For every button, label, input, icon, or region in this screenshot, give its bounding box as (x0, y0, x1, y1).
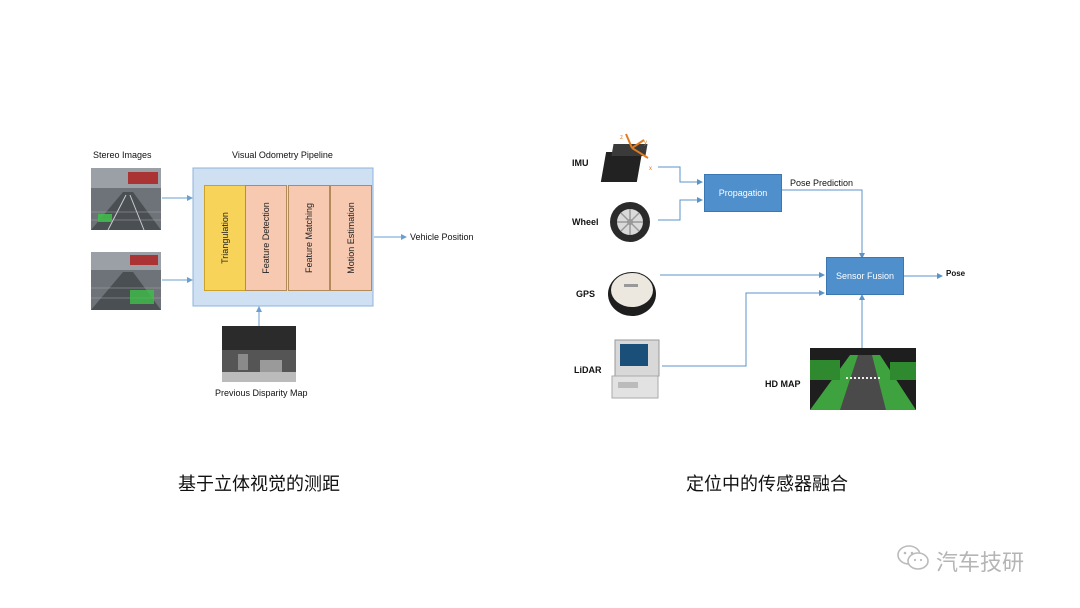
imu-device-image (600, 133, 649, 182)
pose-prediction-label: Pose Prediction (790, 178, 854, 188)
vehicle-position-label: Vehicle Position (410, 232, 474, 242)
stereo-image-top (91, 168, 161, 231)
pipeline-title: Visual Odometry Pipeline (232, 150, 333, 160)
stereo-image-bottom (91, 252, 161, 310)
stage-label: Feature Detection (261, 202, 272, 274)
stereo-images-label: Stereo Images (93, 150, 152, 160)
stage-label: Feature Matching (304, 202, 315, 274)
stage-feature-detection: Feature Detection (245, 185, 287, 291)
stage-feature-matching: Feature Matching (288, 185, 330, 291)
stage-motion-estimation: Motion Estimation (330, 185, 372, 291)
wheel-image (610, 202, 650, 242)
propagation-label: Propagation (718, 188, 768, 198)
sensor-fusion-label: Sensor Fusion (835, 271, 895, 281)
sensor-label-lidar: LiDAR (574, 365, 602, 375)
visual-odometry-diagram: Stereo Images Visual Odometry Pipeline T… (78, 140, 480, 410)
disparity-map-image (222, 326, 296, 382)
sensor-label-gps: GPS (576, 289, 596, 299)
sensor-label-imu: IMU (572, 158, 589, 168)
watermark-text: 汽车技研 (936, 550, 1025, 576)
imu-axis-x: x (649, 166, 652, 172)
gps-antenna-image (608, 272, 656, 316)
wechat-icon (896, 544, 930, 577)
sensor-label-wheel: Wheel (572, 217, 599, 227)
pose-label: Pose (946, 269, 966, 278)
caption-right: 定位中的传感器融合 (686, 474, 848, 495)
imu-axis-y: y (644, 140, 647, 146)
watermark: 汽车技研 (896, 544, 1024, 577)
disparity-map-label: Previous Disparity Map (215, 388, 308, 398)
caption-left: 基于立体视觉的测距 (178, 474, 340, 495)
stage-label: Motion Estimation (346, 202, 356, 274)
hd-map-image (810, 348, 916, 410)
lidar-device-image (611, 339, 660, 399)
fusion-diagram-graphics: z y x (600, 133, 943, 410)
sensor-fusion-diagram: z y x (560, 130, 980, 420)
stage-triangulation: Triangulation (204, 185, 246, 291)
hd-map-label: HD MAP (765, 379, 801, 389)
imu-axis-z: z (620, 135, 623, 141)
propagation-box: Propagation (704, 174, 782, 212)
sensor-fusion-box: Sensor Fusion (826, 257, 904, 295)
stage-label: Triangulation (220, 212, 231, 264)
